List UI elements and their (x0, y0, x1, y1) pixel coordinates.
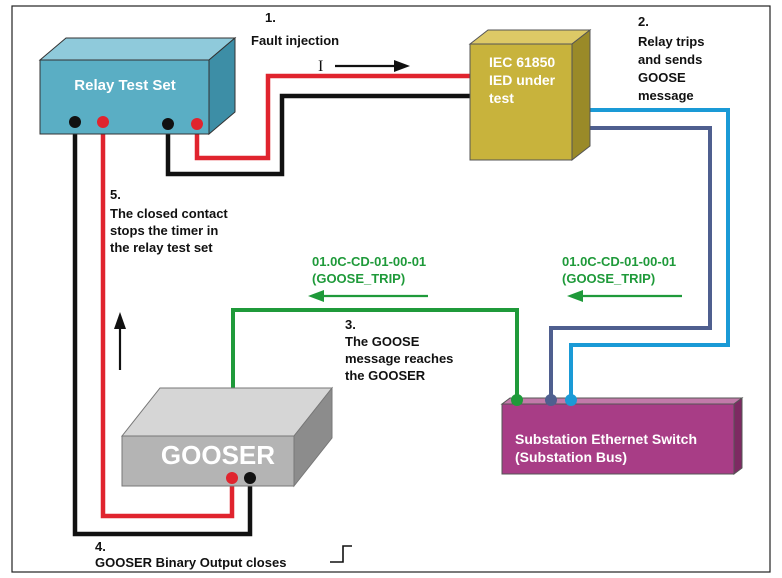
step-5-label: 5. The closed contact stops the timer in… (110, 187, 231, 255)
relay-terminal-black-left (69, 116, 81, 128)
step-1-label: 1. Fault injection (251, 10, 339, 48)
green-network-cable (231, 308, 519, 398)
relay-test-set-label: Relay Test Set (74, 77, 175, 94)
black-current-wire (165, 93, 470, 177)
ied-under-test: IEC 61850 IED under test (468, 28, 592, 162)
step-3-label: 3. The GOOSE message reaches the GOOSER (345, 317, 457, 383)
slate-network-cable (549, 126, 712, 398)
relay-terminal-black-right (162, 118, 174, 130)
gooser-terminal-red (226, 472, 238, 484)
gooser-terminal-black (244, 472, 256, 484)
ethernet-switch: Substation Ethernet Switch (Substation B… (500, 394, 744, 475)
ied-label: IEC 61850 IED under test (489, 54, 559, 106)
step-2-label: 2. Relay trips and sends GOOSE message (638, 14, 708, 103)
current-symbol: I (318, 58, 323, 75)
switch-label: Substation Ethernet Switch (Substation B… (515, 431, 701, 465)
up-arrow (114, 312, 126, 370)
red-contact-wire (100, 120, 235, 519)
black-contact-wire (72, 120, 253, 537)
fault-injection-arrow (335, 60, 410, 72)
goose-arrow-right (567, 290, 682, 302)
gooser-device: GOOSER (120, 386, 334, 488)
red-current-wire (194, 73, 470, 161)
switch-port-slate (545, 394, 557, 406)
goose-message-left: 01.0C-CD-01-00-01 (GOOSE_TRIP) (312, 254, 430, 286)
relay-test-set: Relay Test Set (38, 36, 237, 136)
step-4-label: 4. GOOSER Binary Output closes (95, 539, 286, 570)
blue-network-cable (569, 108, 730, 398)
gooser-label: GOOSER (161, 440, 275, 470)
relay-terminal-red-left (97, 116, 109, 128)
relay-terminal-red-right (191, 118, 203, 130)
goose-arrow-left (308, 290, 428, 302)
switch-port-green (511, 394, 523, 406)
switch-port-blue (565, 394, 577, 406)
goose-message-right: 01.0C-CD-01-00-01 (GOOSE_TRIP) (562, 254, 680, 286)
binary-output-step-icon (330, 545, 352, 563)
